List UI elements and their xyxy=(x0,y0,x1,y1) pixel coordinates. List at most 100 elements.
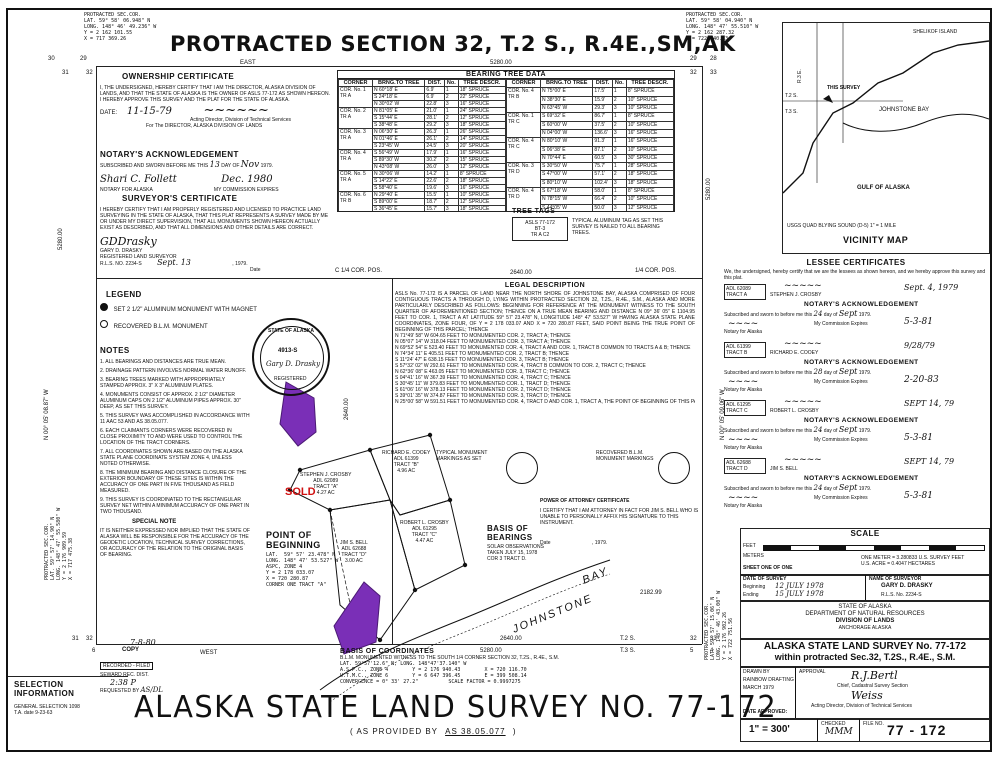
bt-no: 2 xyxy=(443,198,459,206)
bt-no: 2 xyxy=(611,145,627,155)
lessee-tract: TRACT B xyxy=(726,350,748,356)
corner-nw-coords: PROTRACTED SEC.COR. LAT. 59° 58' 06.948"… xyxy=(84,12,157,42)
lessee-adl: ADL 62688 xyxy=(726,460,751,466)
monument-cor-3 xyxy=(297,467,303,473)
sec-num-28: 28 xyxy=(710,56,717,62)
notary1-name: Shari C. Follett xyxy=(100,174,177,185)
quarter-line-h xyxy=(96,278,702,279)
bt-desc: 10" SPRUCE xyxy=(625,120,674,130)
note-1: 1. ALL BEARINGS AND DISTANCES ARE TRUE M… xyxy=(100,359,227,365)
bt-brng: N 29°40' E xyxy=(371,191,426,199)
lessee-notary-heading: NOTARY'S ACKNOWLEDGEMENT xyxy=(804,475,919,482)
plat-west: WEST xyxy=(200,650,218,656)
bt-no: 2 xyxy=(443,177,459,185)
bt-brng: S 38°48' E xyxy=(371,121,426,129)
bt-dist: 102.4' xyxy=(592,178,613,189)
bt-dist: 58.0' xyxy=(592,187,613,197)
bt-no: 3 xyxy=(443,121,459,129)
bt-dist: 87.1' xyxy=(592,145,613,155)
bt-desc: 10" SPRUCE xyxy=(457,191,507,199)
bt-dist: 21.0' xyxy=(424,107,445,115)
stamp-recorded: RECORDED - FILED xyxy=(100,662,154,670)
monument-set-icon xyxy=(100,303,108,311)
lessee-signature: ~~~~~ xyxy=(784,455,822,465)
basis-bearings-text: SOLAR OBSERVATIONS TAKEN JULY 15, 1978 C… xyxy=(487,544,544,562)
date-of-survey-label: DATE OF SURVEY xyxy=(743,576,787,582)
bt-col-header: BRNG.TO TREE xyxy=(371,79,426,87)
corner-ne-coords: PROTRACTED SEC.COR. LAT. 59° 58' 04.940"… xyxy=(686,12,759,42)
lessee-certificates: LESSEE CERTIFICATES We, the undersigned,… xyxy=(724,258,988,513)
lessee-notary-line: Subscribed and sworn to before me this 2… xyxy=(724,483,872,493)
monument-cor-6 xyxy=(447,497,453,503)
quarter-line-v xyxy=(392,278,393,644)
coords-line-1: LAT. 59°57'12.6" N, LONG. 148°47'37.140"… xyxy=(340,661,467,667)
notes-heading: NOTES xyxy=(100,346,130,355)
lessee-name: JIM S. BELL xyxy=(770,466,798,472)
note-4: 4. MONUMENTS CONSIST OF APPROX. 2 1/2" D… xyxy=(100,392,241,410)
plat-frame xyxy=(6,8,992,752)
section-line-bottom xyxy=(96,644,702,645)
bt-col-header: CORNER xyxy=(338,79,373,87)
lessee-date: Sept. 4, 1979 xyxy=(904,283,959,292)
ownership-signer-title: Acting Director, Division of Technical S… xyxy=(190,117,292,123)
bt-desc: 22" SPRUCE xyxy=(457,93,507,101)
bt-col-header: DIST. xyxy=(424,79,445,87)
bt-corner: COR. No. 1 TR C xyxy=(506,112,541,139)
lessee-notary-heading: NOTARY'S ACKNOWLEDGEMENT xyxy=(804,359,919,366)
lessee-notary-line: Subscribed and sworn to before me this 2… xyxy=(724,309,872,319)
lessee-notary-sign: ~~~~ xyxy=(728,435,759,445)
bt-no: 2 xyxy=(443,93,459,101)
surveyor-reg: R.L.S. NO. 2234-S xyxy=(100,261,142,267)
tract-d-label: JIM S. BELL ADL 62688 TRACT "D" 3.00 AC xyxy=(340,540,368,564)
bt-brng: N 01°46' E xyxy=(371,135,426,143)
basis-bearings-title: BASIS OF BEARINGS xyxy=(487,524,533,542)
lessee-notary-expires: 5-3-81 xyxy=(904,491,933,501)
bt-no: 3 xyxy=(611,153,627,164)
bt-no: 3 xyxy=(443,205,459,211)
sec-bottom-5: 5 xyxy=(690,648,694,654)
bt-desc: 10" SPRUCE xyxy=(625,103,674,114)
bt-brng: N 60°18' E xyxy=(371,86,426,94)
bt-dist: 28.1' xyxy=(424,114,445,122)
approval-signature-2: Weiss xyxy=(851,689,883,702)
surveyor-name-value: GARY D. DRASKY xyxy=(881,583,933,589)
bt-dist: 50.0' xyxy=(592,203,613,211)
note-9: 9. THIS SURVEY IS COORDINATED TO THE REC… xyxy=(100,497,250,515)
lessee-date: 9/28/79 xyxy=(904,341,935,350)
lessee-notary-for: Notary for Alaska xyxy=(724,503,763,509)
lessee-notary-expires-label: My Commission Expires xyxy=(814,379,868,385)
lessee-notary-sign: ~~~~ xyxy=(728,377,759,387)
bt-col-header: No. xyxy=(611,78,627,89)
lessee-notary-year: 1979. xyxy=(858,428,872,434)
lessee-notary-expires-label: My Commission Expires xyxy=(814,321,868,327)
special-note-text: IT IS NEITHER EXPRESSED NOR IMPLIED THAT… xyxy=(100,528,250,558)
stamp-requested-val: AS/DL xyxy=(140,686,163,694)
footer-provided: ( AS PROVIDED BY AS 38.05.077 ) xyxy=(350,728,517,736)
note-6: 6. EACH CLAIMANTS CORNERS WERE RECOVERED… xyxy=(100,428,243,446)
ownership-for-line: For The DIRECTOR, ALASKA DIVISION OF LAN… xyxy=(146,123,263,129)
bt-no: 1 xyxy=(611,187,627,197)
tree-tag-line-2: BT-3 xyxy=(534,226,546,232)
bt-desc: 12" SPRUCE xyxy=(457,163,507,171)
approval-label: APPROVAL xyxy=(799,669,826,675)
checked-label: CHECKED xyxy=(821,721,846,727)
survey-info: DATE OF SURVEY Beginning 12 JULY 1978 En… xyxy=(740,574,990,602)
purple-marker-upper xyxy=(279,381,317,447)
legal-call: N 74°34' 11" E 405.51 FEET TO MONUMENTED… xyxy=(395,351,570,357)
legend-item-2: RECOVERED B.L.M. MONUMENT xyxy=(113,324,208,330)
agency-line-2: DEPARTMENT OF NATURAL RESOURCES xyxy=(805,611,925,617)
lessee-notary-text: Subscribed and sworn to before me this xyxy=(724,428,813,434)
bt-dist: 15.5' xyxy=(424,191,445,199)
bt-col-header: CORNER xyxy=(506,78,541,89)
stamp-requested: REQUESTED BY xyxy=(100,688,140,694)
title-block-subtitle: within protracted Sec.32, T.2S., R.4E., … xyxy=(774,652,956,662)
tree-tags-heading: TREE TAGS xyxy=(512,208,556,215)
vicinity-twp2: T.3 S. xyxy=(785,109,798,115)
legal-call: N 05°07' 14" W 318.04 FEET TO MONUMENTED… xyxy=(395,339,571,345)
